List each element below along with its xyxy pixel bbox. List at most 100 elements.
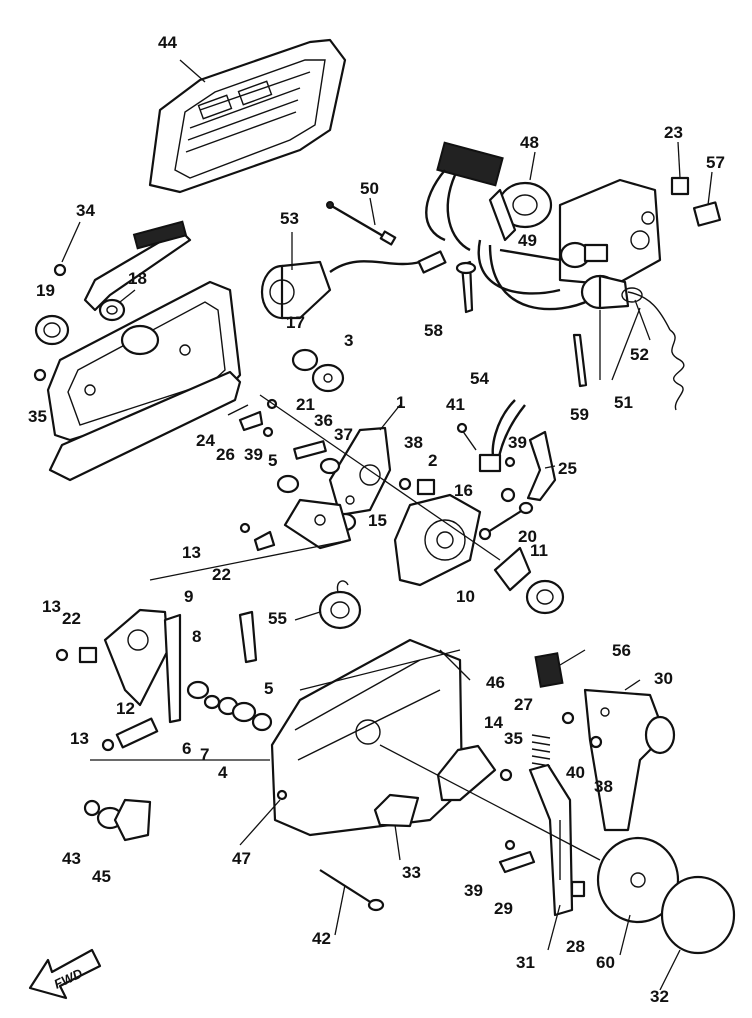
callout-5a: 5 [268, 451, 277, 470]
part-43-nut [83, 799, 101, 817]
part-11-ring [525, 579, 565, 615]
part-36-bolt [293, 440, 327, 460]
part-5-nut-b [251, 712, 273, 732]
base-plate [46, 280, 242, 482]
callout-54: 54 [470, 369, 489, 388]
part-13-nut-c [101, 738, 115, 752]
callout-49: 49 [518, 231, 537, 250]
callout-13c: 13 [70, 729, 89, 748]
callout-25: 25 [558, 459, 577, 478]
part-12-pin [115, 717, 159, 749]
callout-34: 34 [76, 201, 95, 220]
switch-panel [558, 178, 662, 287]
callout-38b: 38 [594, 777, 613, 796]
callout-39b: 39 [508, 433, 527, 452]
part-32-cap [660, 875, 736, 955]
part-3-cam [311, 363, 345, 393]
part-53-connector [260, 260, 421, 320]
callout-38a: 38 [404, 433, 423, 452]
part-16-ball [500, 487, 516, 503]
part-30-handle [583, 688, 676, 832]
callout-35b: 35 [504, 729, 523, 748]
callout-60: 60 [596, 953, 615, 972]
part-8-nut [186, 680, 210, 700]
callout-43: 43 [62, 849, 81, 868]
part-39-screw-b [504, 456, 516, 468]
callout-8: 8 [192, 627, 201, 646]
part-37-washer [319, 457, 341, 475]
part-13-nut-a [239, 522, 251, 534]
part-57-plug [692, 201, 722, 227]
part-50-cable [326, 201, 397, 246]
callout-5b: 5 [264, 679, 273, 698]
lower-bracket [283, 498, 352, 550]
callout-44: 44 [158, 33, 177, 52]
callout-59: 59 [570, 405, 589, 424]
callout-1: 1 [396, 393, 405, 412]
callout-18: 18 [128, 269, 147, 288]
part-49-switch [559, 241, 609, 269]
callout-48: 48 [520, 133, 539, 152]
part-20-bolt [487, 501, 534, 533]
callout-31: 31 [516, 953, 535, 972]
fwd-arrow-icon: FWD [28, 948, 102, 1000]
part-33-cover [373, 793, 420, 828]
part-2-block [416, 478, 436, 496]
part-41-screw [456, 422, 477, 451]
callout-4: 4 [218, 763, 228, 782]
part-55-buzzer [318, 580, 362, 630]
callout-39c: 39 [464, 881, 483, 900]
callout-2: 2 [428, 451, 437, 470]
part-arm-bracket [83, 220, 192, 312]
callout-24: 24 [196, 431, 215, 450]
callout-7: 7 [200, 745, 209, 764]
part-27-spring [531, 734, 551, 767]
callout-21: 21 [296, 395, 315, 414]
part-22-link-b [78, 646, 98, 664]
part-5-nut-a [276, 474, 300, 494]
part-47-screw [276, 789, 288, 801]
part-22-link-a [253, 530, 276, 552]
callout-36: 36 [314, 411, 333, 430]
callout-3: 3 [344, 331, 353, 350]
left-bracket-foot [113, 798, 152, 842]
part-4-bushing [231, 701, 257, 723]
part-38-screw-a [398, 477, 412, 491]
callout-19: 19 [36, 281, 55, 300]
part-25-lever [526, 430, 557, 502]
callout-17: 17 [286, 313, 305, 332]
callout-labels: 44 34 19 18 53 50 48 23 57 49 58 52 51 5… [28, 33, 725, 1006]
part-28-block [570, 880, 586, 898]
callout-16: 16 [454, 481, 473, 500]
callout-35a: 35 [28, 407, 47, 426]
part-48-main-switch [417, 141, 591, 311]
callout-33: 33 [402, 863, 421, 882]
leader-lines [61, 59, 713, 991]
part-42-bolt [319, 869, 385, 912]
part-29-link [498, 850, 536, 874]
callout-39a: 39 [244, 445, 263, 464]
part-39-screw-a [262, 426, 274, 438]
callout-37: 37 [334, 425, 353, 444]
callout-20: 20 [518, 527, 537, 546]
callout-40: 40 [566, 763, 585, 782]
callout-53: 53 [280, 209, 299, 228]
part-6-washer [203, 694, 221, 710]
part-39-screw-c [504, 839, 516, 851]
callout-22a: 22 [212, 565, 231, 584]
callout-13a: 13 [182, 543, 201, 562]
callout-23: 23 [664, 123, 683, 142]
callout-11: 11 [530, 541, 548, 560]
part-17-ring [291, 348, 319, 372]
callout-6: 6 [182, 739, 191, 758]
callout-51: 51 [614, 393, 633, 412]
callout-10: 10 [456, 587, 475, 606]
callout-29: 29 [494, 899, 513, 918]
callout-32: 32 [650, 987, 669, 1006]
part-59-pin [572, 333, 588, 388]
callout-15: 15 [368, 511, 387, 530]
callout-27: 27 [514, 695, 533, 714]
callout-50: 50 [360, 179, 379, 198]
part-60-hub [596, 836, 680, 924]
